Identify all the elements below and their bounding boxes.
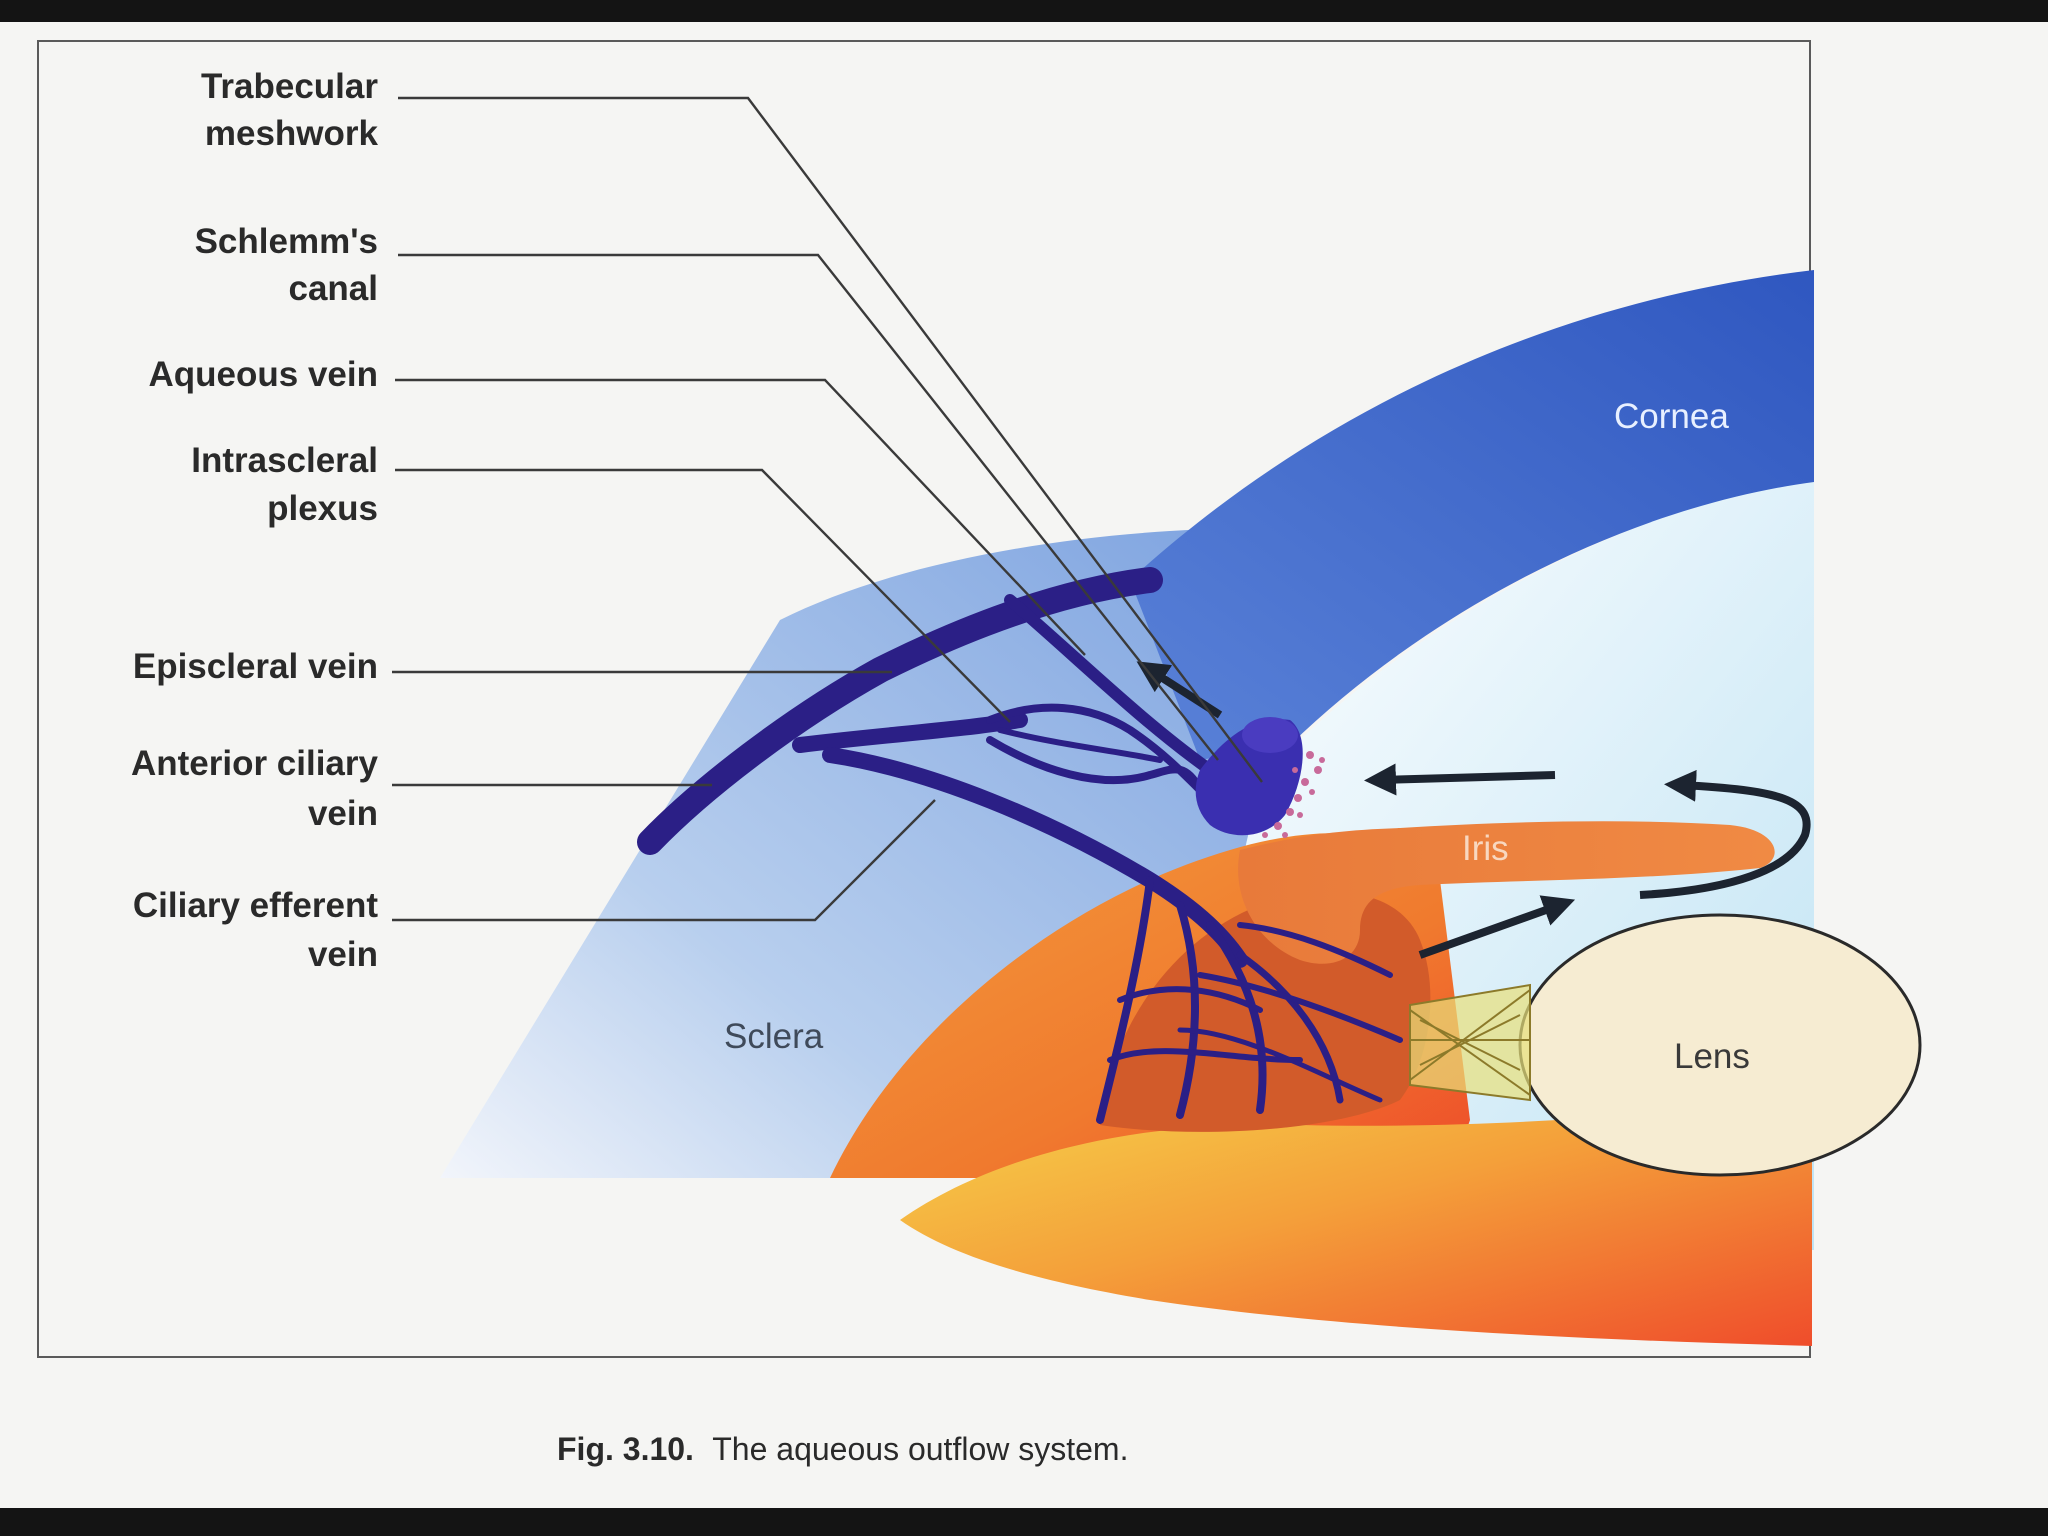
label-aqueous-vein: Aqueous vein <box>149 355 378 394</box>
label-trabecular-meshwork: Trabecular meshwork <box>201 67 379 153</box>
label-anterior-ciliary-vein: Anterior ciliary vein <box>131 744 379 833</box>
sclera-label: Sclera <box>724 1017 824 1056</box>
svg-text:Ciliary efferent: Ciliary efferent <box>133 886 378 925</box>
svg-text:meshwork: meshwork <box>205 114 379 153</box>
svg-text:Anterior ciliary: Anterior ciliary <box>131 744 379 783</box>
arrow-to-meshwork <box>1380 775 1555 780</box>
label-schlemms-canal: Schlemm's canal <box>195 222 378 308</box>
zonule-fibers <box>1410 985 1530 1100</box>
svg-text:plexus: plexus <box>267 489 378 528</box>
svg-text:Trabecular: Trabecular <box>201 67 378 106</box>
svg-text:canal: canal <box>289 269 379 308</box>
svg-text:Intrascleral: Intrascleral <box>191 441 378 480</box>
label-ciliary-efferent-vein: Ciliary efferent vein <box>133 886 378 974</box>
svg-text:vein: vein <box>308 794 378 833</box>
figure-number: Fig. 3.10. <box>557 1431 694 1467</box>
label-intrascleral-plexus: Intrascleral plexus <box>191 441 378 528</box>
svg-text:Aqueous vein: Aqueous vein <box>149 355 378 394</box>
svg-text:Episcleral vein: Episcleral vein <box>133 647 378 686</box>
figure-caption: Fig. 3.10. The aqueous outflow system. <box>557 1431 1128 1467</box>
cornea-label: Cornea <box>1614 397 1729 436</box>
label-episcleral-vein: Episcleral vein <box>133 647 378 686</box>
svg-text:vein: vein <box>308 935 378 974</box>
iris-label: Iris <box>1462 829 1509 868</box>
svg-text:Schlemm's: Schlemm's <box>195 222 378 261</box>
lens-label: Lens <box>1674 1037 1750 1076</box>
figure-caption-text: The aqueous outflow system. <box>712 1431 1128 1467</box>
